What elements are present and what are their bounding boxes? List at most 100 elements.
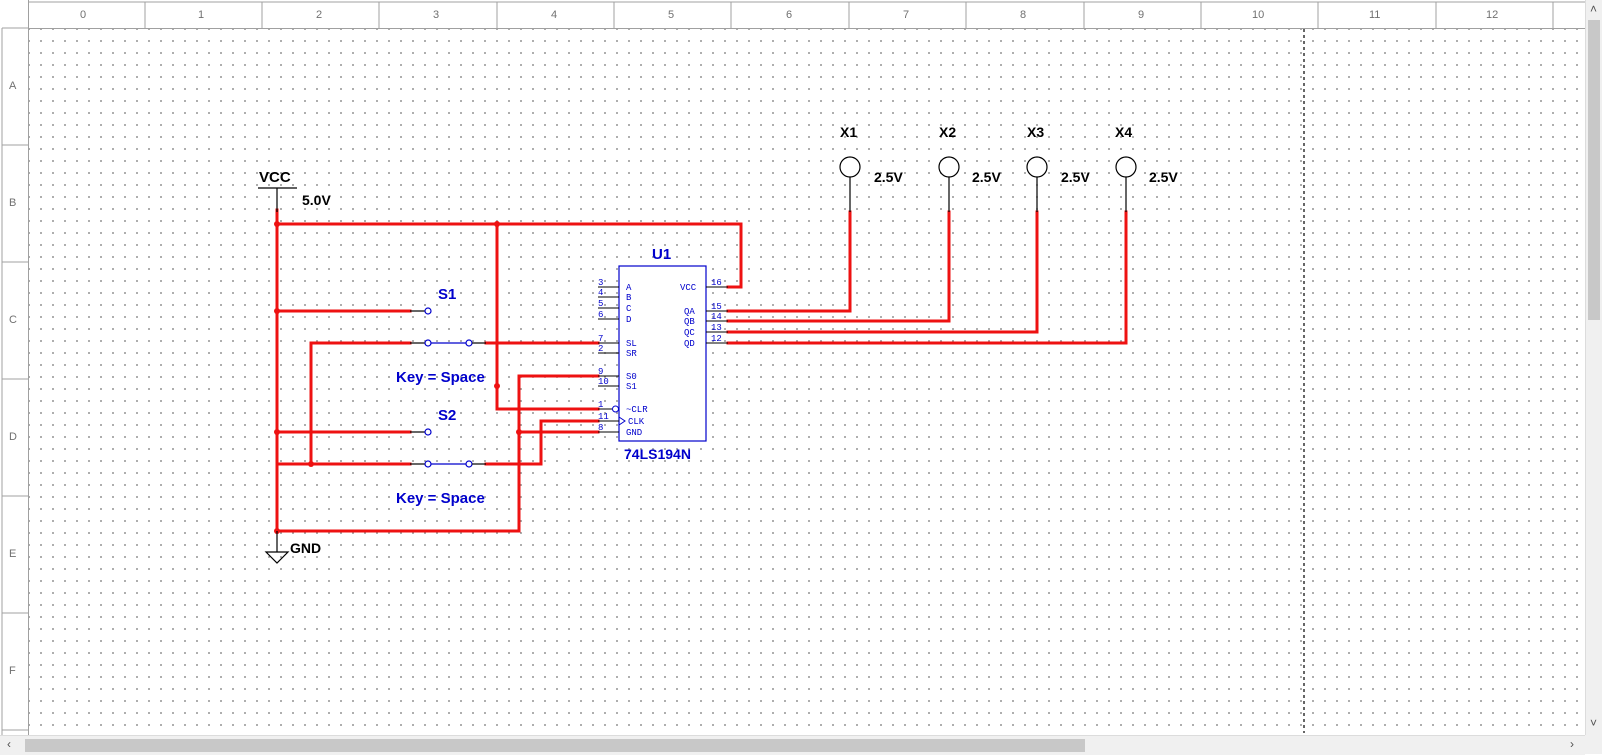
probe-ref: X1 [840, 124, 857, 140]
wire-qc-x3[interactable] [726, 210, 1039, 334]
pin-name: QC [684, 328, 695, 338]
probe-x1[interactable]: X1 2.5V [839, 124, 903, 212]
pin-number: 5 [598, 299, 603, 309]
pin-name: D [626, 315, 631, 325]
switch-s2[interactable]: S2 Key = Space [396, 407, 486, 507]
probe-ref: X4 [1115, 124, 1132, 140]
wire-clr[interactable] [495, 222, 600, 411]
pin-number: 11 [598, 412, 609, 422]
pin-number: 1 [598, 400, 603, 410]
scroll-up-arrow[interactable]: ˄ [1590, 2, 1598, 16]
scroll-down-arrow[interactable]: ˅ [1590, 716, 1598, 730]
pin-name: QB [684, 317, 695, 327]
pin-name: VCC [680, 283, 697, 293]
pin-number: 13 [711, 323, 722, 333]
pin-number: 7 [598, 334, 603, 344]
junction-dot [274, 308, 280, 314]
column-label-0: 0 [80, 9, 87, 21]
left-ruler-ticks [1, 27, 28, 735]
probe-ref: X2 [939, 124, 956, 140]
gnd-symbol[interactable]: GND [264, 531, 321, 564]
s1-ref: S1 [438, 286, 456, 303]
scroll-corner [1585, 735, 1602, 754]
pin-name: SR [626, 349, 637, 359]
pin-number: 3 [598, 278, 603, 288]
s1-contact [424, 339, 432, 347]
probe-lamp [839, 156, 861, 178]
pin-number: 4 [598, 288, 603, 298]
wire-qd-x4[interactable] [726, 210, 1128, 345]
s1-contact [465, 339, 473, 347]
wire-gnd-s0[interactable] [275, 374, 600, 533]
vcc-label: VCC [259, 169, 291, 186]
gnd-label: GND [290, 540, 321, 556]
junction-dot [494, 383, 500, 389]
probe-x3[interactable]: X3 2.5V [1026, 124, 1090, 212]
row-label-d: D [9, 431, 17, 443]
ic-pin-nclr[interactable]: 1 ~CLR [598, 400, 648, 415]
clock-triangle [618, 416, 626, 426]
pin-name: ~CLR [626, 405, 648, 415]
scroll-right-arrow[interactable]: › [1570, 737, 1574, 751]
pin-number: 6 [598, 310, 603, 320]
s1-key: Key = Space [396, 369, 485, 386]
row-label-b: B [9, 197, 17, 209]
vcc-value: 5.0V [302, 192, 331, 208]
column-label-1: 1 [198, 9, 205, 21]
pin-name: GND [626, 428, 642, 438]
vertical-scrollbar[interactable]: ˄ ˅ [1585, 0, 1602, 735]
left-ruler: A B C D E F [0, 0, 29, 735]
horizontal-scroll-thumb[interactable] [25, 739, 1085, 752]
probe-x4[interactable]: X4 2.5V [1115, 124, 1178, 212]
inversion-bubble [612, 405, 619, 413]
pin-name: SL [626, 339, 637, 349]
wire-qb-x2[interactable] [726, 210, 951, 323]
junction-dot [274, 429, 280, 435]
pin-name: C [626, 304, 632, 314]
vcc-symbol[interactable]: VCC 5.0V [258, 169, 331, 212]
horizontal-scrollbar[interactable]: ‹ › [0, 735, 1585, 755]
schematic-canvas[interactable]: VCC 5.0V GND S1 Key = Space [29, 29, 1585, 733]
gnd-triangle [264, 551, 290, 564]
vertical-scroll-thumb[interactable] [1588, 20, 1600, 320]
ic-body [618, 265, 707, 442]
wire-qa-x1[interactable] [726, 210, 852, 313]
wire-s2-out-clk[interactable] [484, 419, 600, 466]
column-label-12: 12 [1486, 9, 1499, 21]
s2-contact [424, 460, 432, 468]
column-label-7: 7 [903, 9, 910, 21]
wires [275, 208, 1128, 533]
junction-dot [308, 461, 314, 467]
switch-s1[interactable]: S1 Key = Space [396, 286, 486, 386]
probe-lamp [938, 156, 960, 178]
column-label-6: 6 [786, 9, 793, 21]
junction-dot [516, 429, 522, 435]
wire-vcc-bus[interactable] [275, 222, 743, 289]
pin-name: QA [684, 307, 695, 317]
column-label-9: 9 [1138, 9, 1145, 21]
column-label-3: 3 [433, 9, 440, 21]
row-label-a: A [9, 80, 17, 92]
scroll-left-arrow[interactable]: ‹ [7, 737, 11, 751]
probe-x2[interactable]: X2 2.5V [938, 124, 1001, 212]
probe-lamp [1026, 156, 1048, 178]
